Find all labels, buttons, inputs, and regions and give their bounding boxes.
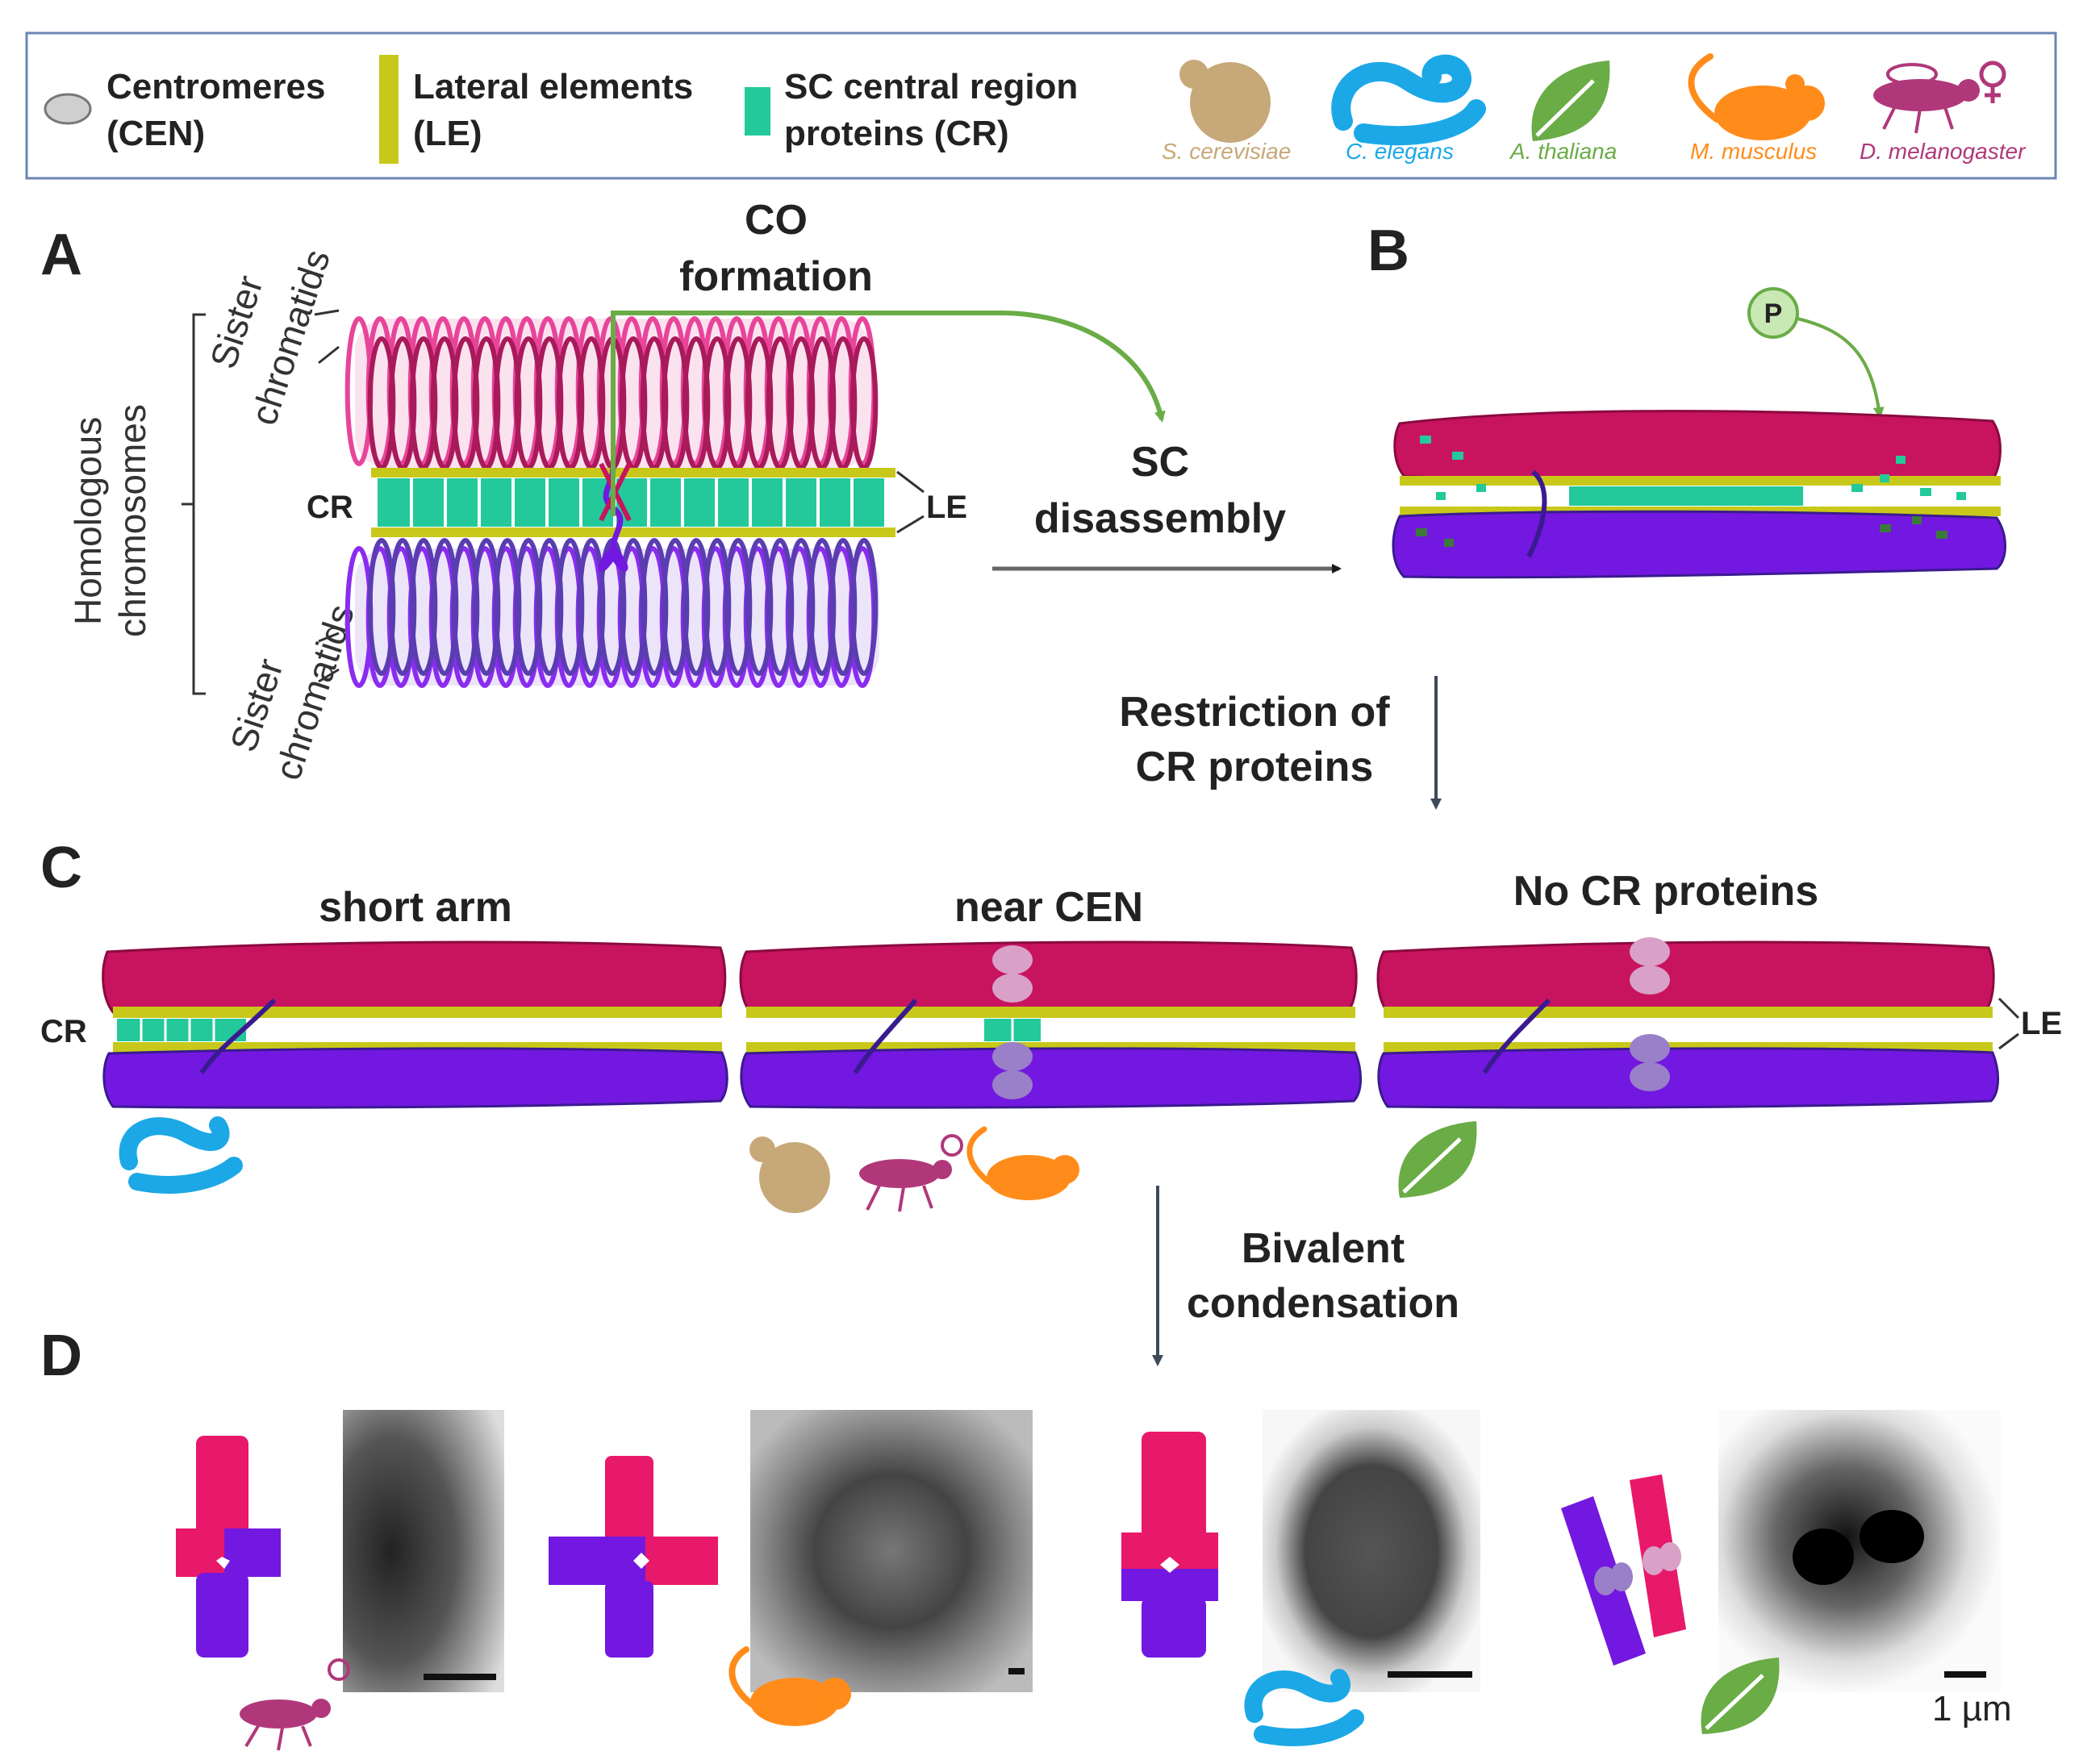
micrograph-plant-spot-1	[1793, 1528, 1854, 1585]
restriction-label-1: Restriction of	[1119, 689, 1390, 736]
bivalent-cartoon-worm	[1121, 1432, 1218, 1658]
worm-icon-c	[119, 1116, 243, 1194]
panel-label-b: B	[1367, 219, 1409, 283]
panel-label-d: D	[40, 1324, 82, 1388]
scale-bar-mouse	[1008, 1668, 1025, 1674]
species-label-a-thaliana: A. thaliana	[1509, 139, 1617, 164]
scale-bar-fly	[424, 1674, 496, 1680]
central-region-legend-icon	[745, 87, 770, 136]
le-label-c: LE	[2021, 1006, 2062, 1041]
bivalent-c-short-arm	[102, 940, 728, 1109]
micrograph-fly	[343, 1410, 504, 1692]
species-label-s-cerevisiae: S. cerevisiae	[1162, 139, 1291, 164]
centromere-legend-icon	[44, 93, 92, 125]
legend-cr-label-1: SC central region	[784, 67, 1078, 106]
legend-cen-label-1: Centromeres	[106, 67, 325, 106]
leaf-icon-d	[1701, 1658, 1780, 1734]
species-label-m-musculus: M. musculus	[1690, 139, 1817, 164]
scale-bar-label: 1 µm	[1932, 1689, 2012, 1729]
crossover-structure	[598, 467, 628, 572]
phospho-marker: P	[1747, 287, 1885, 419]
homologous-bracket	[182, 313, 206, 695]
sc-disassembly-label-1: SC	[1131, 439, 1189, 486]
sister-chromatids-top-2: chromatids	[242, 244, 338, 430]
svg-text:P: P	[1764, 298, 1783, 329]
fly-icon	[1873, 60, 2006, 134]
mouse-icon-d	[728, 1646, 851, 1726]
legend-cen-label-2: (CEN)	[106, 114, 205, 153]
legend-le-label-2: (LE)	[413, 114, 482, 153]
le-label-a: LE	[926, 490, 967, 525]
micrograph-plant	[1718, 1410, 2001, 1692]
mouse-icon-c	[966, 1126, 1079, 1200]
restriction-label-2: CR proteins	[1136, 744, 1374, 790]
sc-disassembly-label-2: disassembly	[1034, 495, 1286, 542]
le-pointer-c	[1997, 997, 2020, 1050]
sister-pointer-top	[314, 309, 340, 365]
fly-icon-d	[240, 1658, 350, 1751]
species-label-c-elegans: C. elegans	[1346, 139, 1454, 164]
bivalent-c-near-cen	[739, 940, 1363, 1109]
micrograph-mouse	[750, 1410, 1033, 1692]
mouse-icon	[1688, 53, 1825, 140]
legend-le-label-1: Lateral elements	[413, 67, 693, 106]
near-cen-label: near CEN	[954, 884, 1143, 931]
sister-pointer-bottom	[318, 632, 340, 683]
legend-box: Centromeres (CEN) Lateral elements (LE) …	[25, 31, 2057, 180]
central-region-a	[378, 478, 887, 527]
bivalent-c-no-cr	[1376, 937, 2000, 1109]
bivalent-b	[1392, 410, 2006, 579]
scale-bar-plant	[1944, 1671, 1986, 1678]
lateral-element-legend-icon	[379, 55, 399, 164]
leaf-icon-c	[1398, 1121, 1477, 1198]
species-label-d-melanogaster: D. melanogaster	[1860, 139, 2027, 164]
co-green-arrow	[611, 311, 1166, 516]
panel-label-a: A	[40, 223, 82, 287]
homologous-label-1: Homologous	[67, 417, 109, 625]
short-arm-label: short arm	[319, 884, 512, 931]
lateral-element-bottom-a	[371, 528, 895, 537]
worm-icon	[1331, 54, 1486, 146]
yeast-icon	[1179, 60, 1271, 143]
leaf-icon	[1531, 60, 1610, 141]
bottom-homolog-coils	[344, 538, 879, 688]
le-pointer-a	[896, 470, 925, 534]
co-formation-label-2: formation	[679, 253, 873, 300]
central-region-dividers	[410, 478, 887, 527]
condensation-label-1: Bivalent	[1242, 1225, 1405, 1272]
yeast-icon-c	[749, 1136, 830, 1213]
fly-icon-c	[859, 1134, 963, 1212]
cr-label-a: CR	[307, 490, 353, 525]
chromatin-loop	[849, 538, 879, 676]
scale-bar-worm	[1388, 1671, 1472, 1678]
worm-icon-d	[1244, 1669, 1364, 1746]
homologous-label-2: chromosomes	[111, 404, 153, 637]
bivalent-cartoon-fly	[176, 1436, 281, 1658]
cr-label-c: CR	[40, 1014, 87, 1049]
micrograph-worm	[1263, 1410, 1480, 1692]
co-formation-label-1: CO	[745, 197, 808, 244]
legend-cr-label-2: proteins (CR)	[784, 114, 1009, 153]
micrograph-plant-spot-2	[1860, 1510, 1924, 1563]
lateral-element-top-a	[371, 468, 895, 477]
no-cr-label: No CR proteins	[1513, 868, 1818, 915]
bivalent-cartoon-mouse	[549, 1456, 718, 1658]
panel-label-c: C	[40, 836, 82, 900]
condensation-label-2: condensation	[1187, 1280, 1459, 1327]
bivalent-cartoon-plant	[1561, 1474, 1686, 1666]
